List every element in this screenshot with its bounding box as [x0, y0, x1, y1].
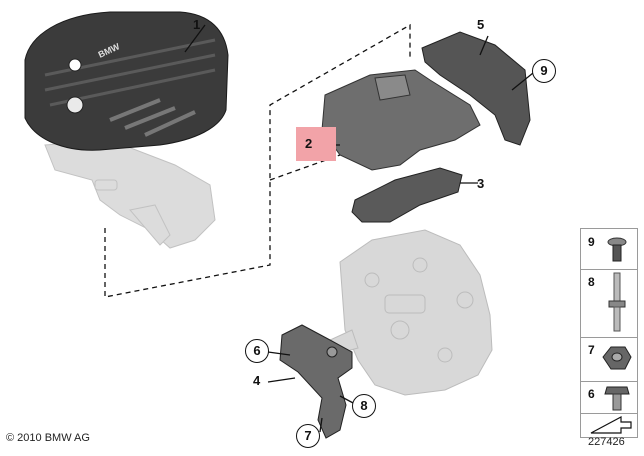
- part-label-4: 4: [253, 373, 261, 388]
- sidebar-item-clip: 9: [581, 229, 637, 270]
- ghost-engine-block: [329, 229, 493, 396]
- assembly-dashed-lines: [104, 23, 411, 298]
- arrow-icon: [590, 416, 632, 434]
- part-label-5: 5: [477, 17, 485, 32]
- part-label-3: 3: [477, 176, 485, 191]
- engine-cover: [24, 11, 229, 151]
- stud-bolt-icon: [608, 272, 626, 332]
- rear-cover-part: [421, 31, 531, 146]
- sidebar-item-number: 7: [588, 343, 595, 357]
- part-label-2-highlighted: 2: [296, 127, 336, 161]
- sidebar-item-number: 9: [588, 235, 595, 249]
- fastener-sidebar: 9 8 7 6: [580, 228, 638, 438]
- part-label-1: 1: [193, 17, 201, 32]
- hex-nut-icon: [602, 346, 632, 370]
- sidebar-item-hex-nut: 7: [581, 337, 637, 382]
- sidebar-item-number: 8: [588, 275, 595, 289]
- acoustic-cover-part: [321, 69, 481, 171]
- image-number: 227426: [588, 436, 625, 448]
- sidebar-item-arrow: [581, 413, 637, 437]
- sidebar-item-number: 6: [588, 387, 595, 401]
- sidebar-item-hex-bolt: 6: [581, 381, 637, 414]
- part-callout-9: 9: [532, 59, 556, 83]
- clip-icon: [607, 237, 627, 262]
- copyright-text: © 2010 BMW AG: [6, 432, 90, 444]
- engine-support-bracket: [279, 324, 353, 439]
- ghost-intake-manifold: [44, 139, 216, 249]
- top-engine-cover-part: [351, 167, 463, 223]
- part-callout-7: 7: [296, 424, 320, 448]
- sidebar-item-stud-bolt: 8: [581, 269, 637, 338]
- part-callout-6: 6: [245, 339, 269, 363]
- hex-bolt-icon: [604, 386, 630, 411]
- part-callout-8: 8: [352, 394, 376, 418]
